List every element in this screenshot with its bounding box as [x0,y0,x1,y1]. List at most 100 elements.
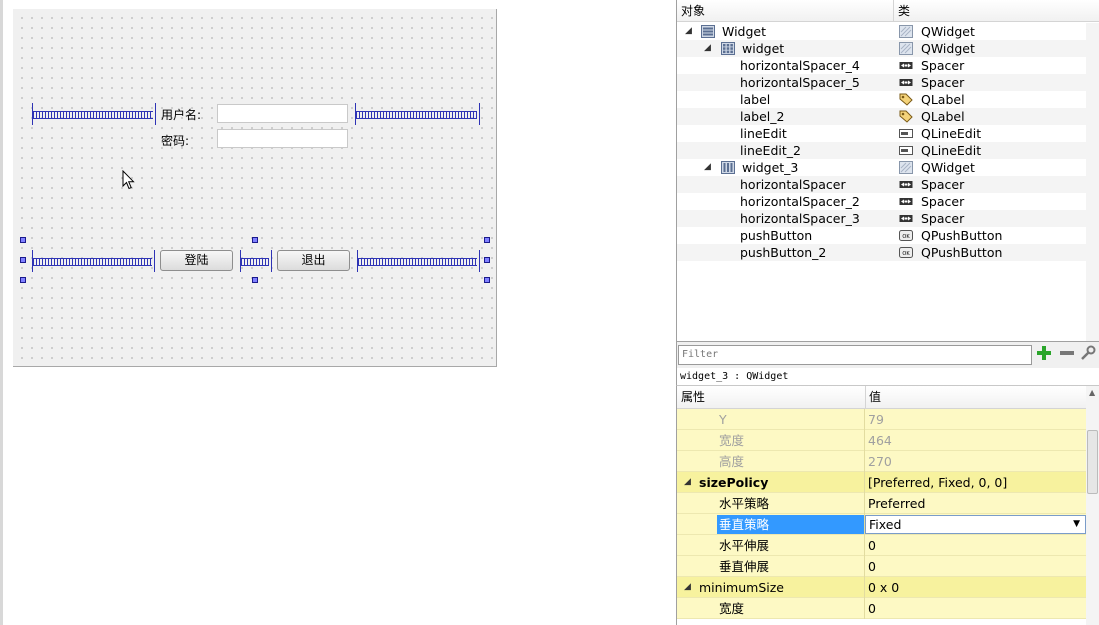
scroll-up-arrow-icon[interactable]: ▲ [1089,388,1096,397]
svg-text:OK: OK [902,251,910,257]
selection-handle[interactable] [252,277,258,283]
object-name: horizontalSpacer_3 [740,211,860,226]
login-button[interactable]: 登陆 [160,250,233,271]
property-row[interactable]: ◢sizePolicy[Preferred, Fixed, 0, 0] [677,472,1086,493]
object-class: QLineEdit [921,143,982,158]
username-input[interactable] [217,104,348,123]
object-class: QWidget [921,160,975,175]
minus-icon[interactable] [1057,345,1076,365]
horizontal-spacer-2[interactable] [240,250,272,272]
tree-row-widget[interactable]: ◢ widget QWidget [677,40,1087,57]
object-name: horizontalSpacer [740,177,846,192]
column-header-class[interactable]: 类 [898,4,911,18]
selection-handle[interactable] [484,257,490,263]
selection-handle[interactable] [20,277,26,283]
tree-row-horizontalSpacer[interactable]: horizontalSpacer Spacer [677,176,1087,193]
object-class: Spacer [921,177,965,192]
property-value[interactable]: 0 [868,538,876,553]
property-value[interactable]: [Preferred, Fixed, 0, 0] [868,475,1008,490]
object-class: QWidget [921,41,975,56]
object-name: label_2 [740,109,785,124]
password-input[interactable] [217,129,348,148]
object-name: Widget [722,24,767,39]
property-value[interactable]: 0 [868,559,876,574]
object-class: Spacer [921,211,965,226]
expand-arrow-icon[interactable]: ◢ [704,43,711,53]
filter-input[interactable]: Filter [678,345,1032,365]
tree-row-horizontalSpacer_3[interactable]: horizontalSpacer_3 Spacer [677,210,1087,227]
plus-icon[interactable] [1034,345,1053,365]
tree-row-widget_3[interactable]: ◢ widget_3 QWidget [677,159,1087,176]
horizontal-spacer[interactable] [32,250,155,272]
wrench-icon[interactable] [1078,345,1097,365]
mouse-cursor-icon [122,170,135,190]
property-row[interactable]: 垂直伸展 0 [677,556,1086,577]
expand-arrow-icon[interactable]: ◢ [685,26,692,36]
column-header-property[interactable]: 属性 [681,390,706,404]
chevron-down-icon[interactable]: ▼ [1073,519,1080,529]
label-tag-icon [899,93,913,106]
scrollbar-thumb[interactable] [1087,430,1098,494]
spacer-icon [899,178,913,191]
object-name: widget [742,41,785,56]
property-editor-header: 属性 值 [677,386,1099,409]
property-value[interactable]: 79 [868,412,884,427]
property-row[interactable]: 高度 270 [677,451,1086,472]
vertical-layout-icon [701,25,715,38]
exit-button[interactable]: 退出 [277,250,350,271]
property-value[interactable]: Preferred [868,496,926,511]
filter-bar: Filter [676,342,1099,368]
object-name: lineEdit [740,126,787,141]
property-scrollbar[interactable]: ▲ [1086,386,1099,625]
horizontal-spacer-5[interactable] [355,103,480,125]
expand-arrow-icon[interactable]: ◢ [704,162,711,172]
object-name: horizontalSpacer_4 [740,58,860,73]
form-widget[interactable]: 用户名: 密码: 登陆 退出 [13,9,497,367]
expand-arrow-icon[interactable]: ◢ [684,477,691,487]
object-inspector-header: 对象 类 [677,0,1099,22]
property-name: 高度 [719,454,745,469]
selection-handle[interactable] [20,237,26,243]
object-tree-scrollbar[interactable] [1086,23,1099,341]
property-value[interactable]: 464 [868,433,892,448]
horizontal-spacer-4[interactable] [32,103,156,125]
selection-handle[interactable] [20,257,26,263]
property-name: 垂直伸展 [719,559,770,574]
horizontal-spacer-3[interactable] [357,250,480,272]
spacer-icon [899,59,913,72]
property-value[interactable]: 0 x 0 [868,580,900,595]
selection-handle[interactable] [252,237,258,243]
designer-canvas[interactable]: 用户名: 密码: 登陆 退出 [0,0,676,625]
expand-arrow-icon[interactable]: ◢ [684,582,691,592]
column-header-object[interactable]: 对象 [681,4,706,18]
pushbutton-icon: OK [899,246,913,259]
property-value[interactable]: 270 [868,454,892,469]
spacer-icon [899,212,913,225]
selection-handle[interactable] [484,277,490,283]
column-header-value[interactable]: 值 [869,390,882,404]
vertical-policy-combobox[interactable]: Fixed▼ [865,515,1086,534]
object-name: widget_3 [742,160,799,175]
property-value[interactable]: 0 [868,601,876,616]
selection-handle[interactable] [484,237,490,243]
